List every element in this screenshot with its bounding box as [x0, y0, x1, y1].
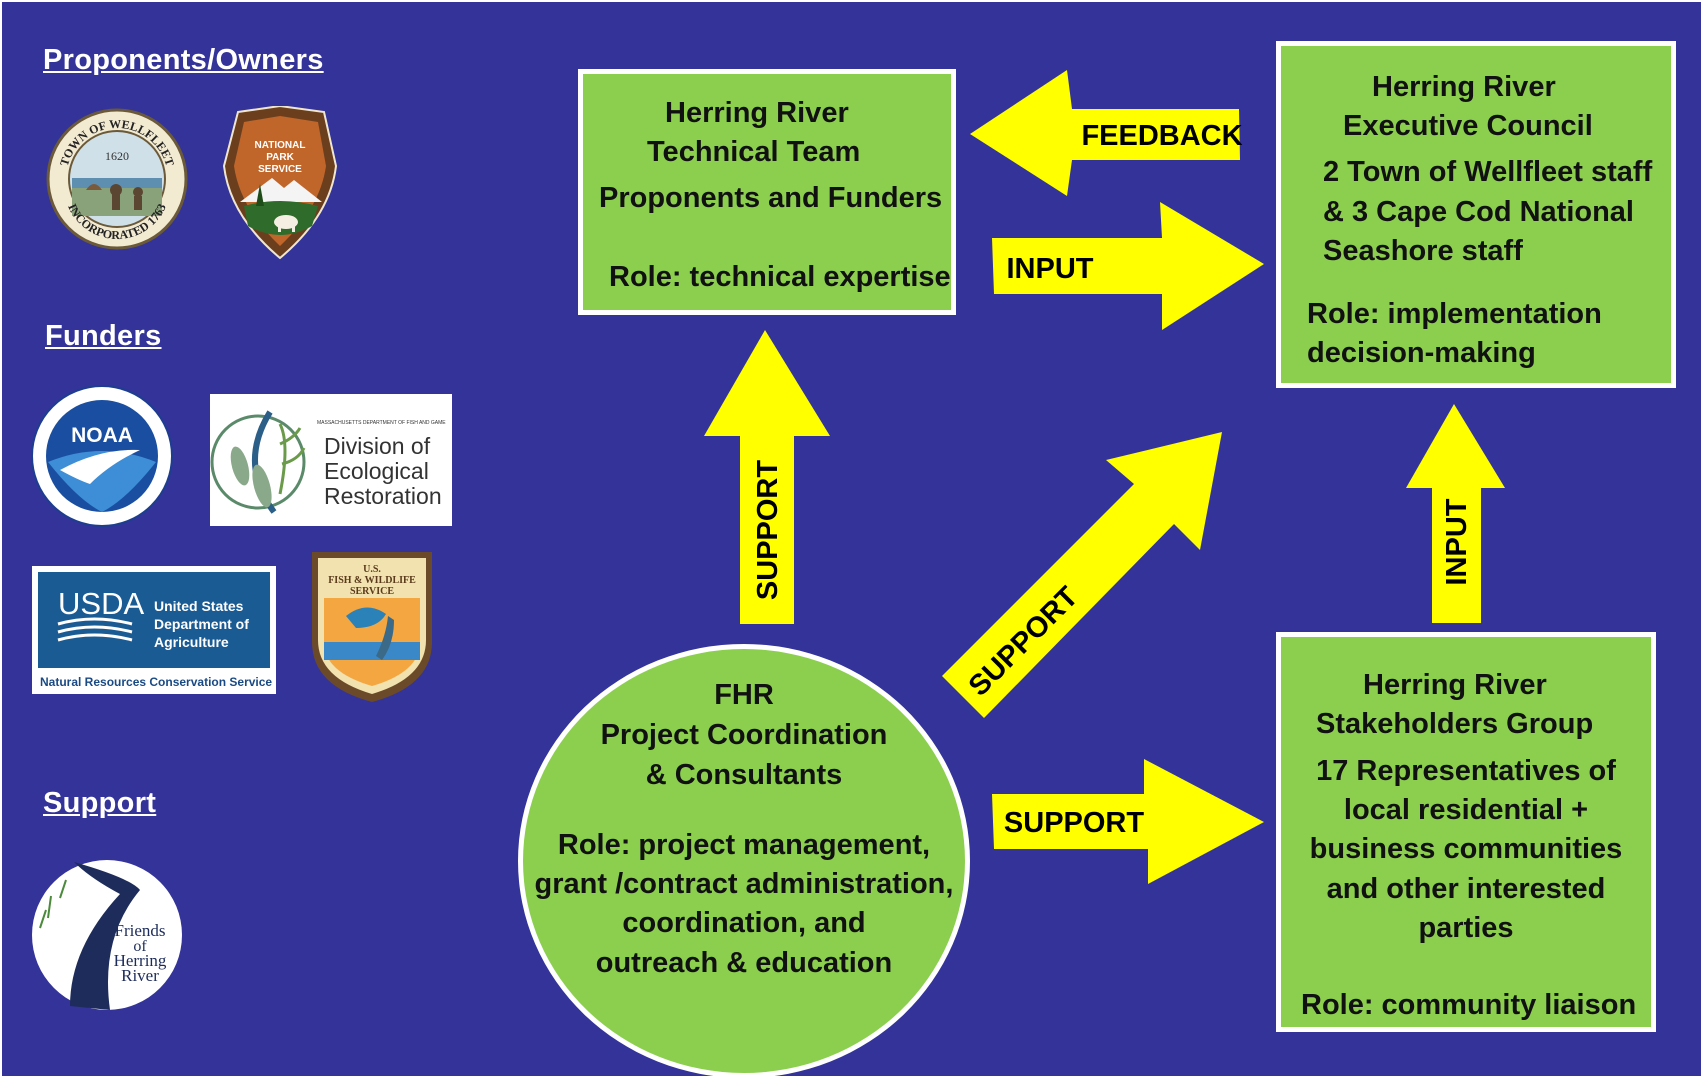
technical-team-box: Herring River Technical Team Proponents … [578, 69, 956, 315]
der-line2: Ecological [324, 458, 429, 484]
der-logo-icon: MASSACHUSETTS DEPARTMENT OF FISH AND GAM… [210, 394, 452, 526]
executive-council-line5: Seashore staff [1323, 235, 1523, 267]
nps-arrowhead-icon: NATIONAL PARK SERVICE [222, 106, 338, 260]
noaa-text: NOAA [71, 424, 133, 447]
support-right-arrow [992, 759, 1264, 884]
executive-council-role-2: decision-making [1307, 337, 1536, 369]
stakeholders-line3: 17 Representatives of [1316, 755, 1616, 787]
fhr-logo-line4: River [121, 966, 159, 985]
support-diag-arrow [942, 432, 1222, 718]
support-up-arrow [704, 330, 830, 624]
support-up-label: SUPPORT [752, 460, 784, 600]
input-right-label: INPUT [1007, 253, 1094, 285]
der-line1: Division of [324, 433, 431, 459]
stakeholders-title-1: Herring River [1363, 669, 1547, 701]
stakeholders-role: Role: community liaison [1301, 989, 1637, 1021]
executive-council-line4: & 3 Cape Cod National [1323, 196, 1634, 228]
fhr-coordination-circle: FHR Project Coordination & Consultants R… [518, 644, 970, 1076]
stakeholders-line4: local residential + [1343, 794, 1589, 826]
stakeholders-line6: and other interested [1326, 873, 1606, 905]
stakeholders-box: Herring River Stakeholders Group 17 Repr… [1276, 632, 1656, 1032]
executive-council-box: Herring River Executive Council 2 Town o… [1276, 41, 1676, 388]
fhr-logo-line1: Friends [115, 921, 166, 940]
support-right-label: SUPPORT [1004, 807, 1144, 839]
town-seal-icon: 1620 TOWN OF WELLFLEET INCORPORATED 1763 [46, 108, 188, 250]
svg-text:FISH & WILDLIFE: FISH & WILDLIFE [328, 575, 416, 586]
svg-text:SERVICE: SERVICE [350, 586, 394, 597]
fhr-role-1: Role: project management, [557, 829, 931, 861]
fhr-title-2: Project Coordination [600, 719, 888, 751]
fhr-logo-line3: Herring [114, 951, 167, 970]
svg-text:U.S.: U.S. [363, 564, 381, 575]
svg-text:SERVICE: SERVICE [258, 164, 302, 175]
usda-logo-icon: USDA United States Department of Agricul… [32, 566, 276, 694]
fws-shield-icon: U.S. FISH & WILDLIFE SERVICE [312, 552, 432, 702]
stakeholders-title-2: Stakeholders Group [1316, 708, 1594, 740]
usda-mark: USDA [58, 586, 144, 621]
executive-council-title-2: Executive Council [1343, 110, 1593, 142]
svg-text:NATIONAL: NATIONAL [255, 140, 306, 151]
input-up-label: INPUT [1441, 498, 1473, 585]
der-small-text: MASSACHUSETTS DEPARTMENT OF FISH AND GAM… [317, 420, 446, 426]
technical-team-role: Role: technical expertise [609, 261, 951, 293]
der-line3: Restoration [324, 483, 442, 509]
feedback-label: FEEDBACK [1081, 120, 1242, 152]
stakeholders-line5: business communities [1309, 833, 1623, 865]
usda-line2: Department of [154, 616, 249, 632]
heading-funders: Funders [45, 320, 162, 352]
technical-team-title-1: Herring River [665, 97, 849, 129]
technical-team-title-2: Technical Team [647, 136, 861, 168]
usda-line1: United States [154, 598, 244, 614]
fhr-logo-line2: of [133, 938, 147, 955]
friends-herring-river-icon: Friends of Herring River [32, 860, 182, 1010]
input-right-arrow [992, 202, 1264, 330]
svg-text:PARK: PARK [266, 152, 294, 163]
technical-team-subtitle: Proponents and Funders [599, 182, 943, 214]
fhr-title-3: & Consultants [645, 759, 843, 791]
input-up-arrow [1406, 404, 1505, 623]
heading-proponents-owners: Proponents/Owners [43, 44, 324, 76]
fhr-role-3: coordination, and [622, 907, 866, 939]
stakeholders-line7: parties [1418, 912, 1514, 944]
feedback-arrow [970, 70, 1240, 196]
fhr-role-4: outreach & education [595, 947, 893, 979]
heading-support: Support [43, 787, 157, 819]
executive-council-line3: 2 Town of Wellfleet staff [1323, 156, 1653, 188]
fhr-title: FHR [714, 679, 774, 711]
noaa-logo-icon: NOAA [31, 385, 173, 527]
executive-council-title-1: Herring River [1372, 71, 1556, 103]
usda-footer: Natural Resources Conservation Service [40, 675, 272, 689]
seal-year-text: 1620 [105, 149, 129, 163]
fhr-role-2: grant /contract administration, [534, 868, 954, 900]
executive-council-role-1: Role: implementation [1307, 298, 1602, 330]
usda-line3: Agriculture [154, 634, 229, 650]
